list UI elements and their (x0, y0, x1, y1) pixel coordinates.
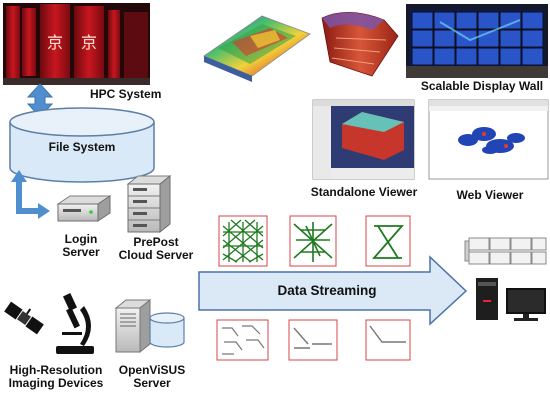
prepost-server-label: PrePost Cloud Server (112, 236, 200, 262)
file-system-label: File System (48, 140, 116, 154)
imaging-devices-label: High-Resolution Imaging Devices (0, 364, 112, 390)
volume-rendering-wedge (321, 12, 399, 77)
display-wall-grid-icon (464, 237, 547, 265)
octree-dense-gray (216, 319, 269, 361)
display-wall-photo (406, 4, 548, 78)
file-system-cylinder (9, 107, 155, 183)
openvisus-server-icon (114, 298, 185, 354)
octree-coarse-green (365, 215, 411, 267)
octree-medium-gray (288, 319, 338, 361)
standalone-viewer-label: Standalone Viewer (310, 185, 418, 199)
filesystem-login-connector (11, 170, 50, 219)
octree-dense-green (218, 215, 268, 267)
satellite-icon (4, 301, 44, 335)
openvisus-server-label-line2: Server (133, 376, 171, 390)
imaging-devices-label-line1: High-Resolution (9, 363, 103, 377)
volume-rendering-slab (203, 15, 311, 82)
data-streaming-arrow (198, 255, 468, 326)
octree-coarse-gray (365, 319, 411, 361)
openvisus-server-label-line1: OpenViSUS (118, 363, 186, 377)
octree-medium-green (289, 215, 337, 267)
desktop-workstation-icon (476, 278, 546, 321)
data-streaming-label: Data Streaming (277, 283, 377, 298)
login-server-label-line1: Login (64, 232, 98, 246)
hpc-system-label: HPC System (90, 87, 162, 101)
prepost-server-label-line2: Cloud Server (118, 248, 194, 262)
web-viewer-label: Web Viewer (456, 188, 524, 202)
svg-text:京: 京 (81, 33, 97, 52)
web-viewer-screenshot (428, 99, 549, 180)
prepost-server-label-line1: PrePost (133, 235, 179, 249)
imaging-devices-label-line2: Imaging Devices (8, 376, 104, 390)
login-server-icon (56, 195, 112, 222)
hpc-system-photo: 京 京 (3, 3, 150, 85)
login-server-label-line2: Server (62, 245, 100, 259)
openvisus-server-label: OpenViSUS Server (112, 364, 192, 390)
microscope-icon (56, 293, 94, 354)
login-server-label: Login Server (54, 233, 108, 259)
prepost-server-icon (126, 174, 172, 234)
standalone-viewer-screenshot (312, 99, 415, 180)
svg-text:京: 京 (47, 33, 63, 52)
display-wall-label: Scalable Display Wall (420, 79, 544, 93)
